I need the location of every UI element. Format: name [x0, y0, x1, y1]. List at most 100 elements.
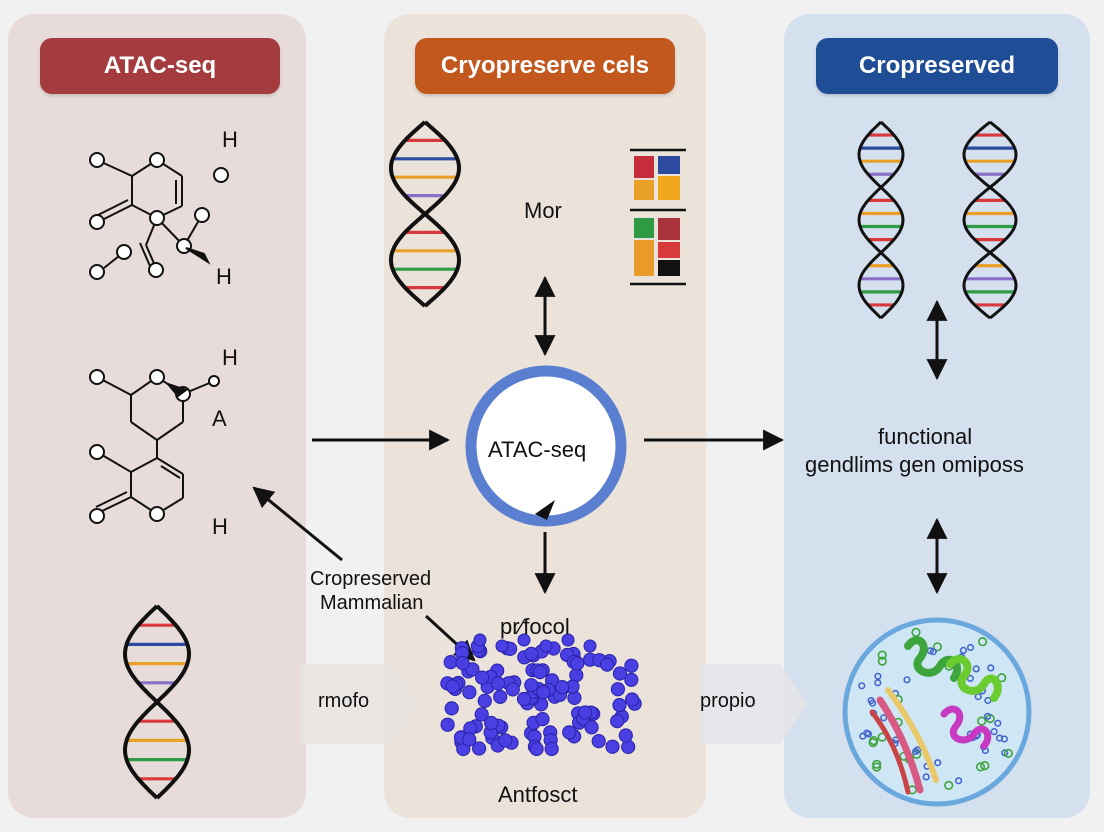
- bead: [484, 715, 499, 731]
- vesicle: [877, 656, 887, 666]
- bead: [445, 679, 460, 694]
- vesicle: [911, 747, 920, 756]
- chevron-arrow-right: [700, 664, 808, 744]
- bead: [505, 682, 520, 697]
- vesicle: [966, 674, 974, 683]
- vesicle: [975, 762, 986, 772]
- vesicle: [872, 762, 882, 772]
- vesicle: [864, 730, 873, 738]
- vesicle: [868, 699, 877, 707]
- vesicle: [984, 696, 992, 705]
- dna-helix-right-1: [857, 120, 905, 320]
- bead: [570, 656, 585, 671]
- vesicle: [987, 664, 995, 672]
- cell-fiber-red: [869, 709, 911, 795]
- chevron-label-right: propio: [700, 690, 756, 712]
- bead: [440, 717, 455, 732]
- atac-seq-ring: [465, 365, 627, 527]
- vesicle: [912, 749, 922, 760]
- dna-helix-left: [122, 604, 192, 800]
- colored-blocks-icon: [630, 148, 686, 286]
- vesicle: [966, 643, 975, 652]
- bead: [536, 685, 551, 700]
- bead: [612, 698, 627, 713]
- cell-fiber-pink: [876, 696, 924, 794]
- bead: [591, 734, 606, 749]
- bead: [490, 676, 506, 691]
- vesicle: [868, 737, 878, 748]
- vesicle: [977, 716, 987, 726]
- vesicle: [954, 777, 963, 785]
- molecule-structure-bottom: [89, 369, 220, 524]
- bead: [472, 741, 487, 756]
- cell-helix-magenta: [940, 705, 992, 750]
- vesicle: [858, 682, 866, 690]
- functional-label-line-2: gendlims gen omiposs: [805, 452, 1024, 477]
- vesicle: [977, 637, 988, 647]
- header-cryopreserve-cells: Cryopreserve cels: [415, 38, 675, 94]
- cell-fiber-yellow: [885, 687, 939, 783]
- ring-label: ATAC-seq: [488, 437, 587, 462]
- vesicle: [994, 719, 1002, 727]
- vesicle: [944, 780, 954, 791]
- bead: [584, 720, 599, 735]
- molecule-label-h-lower: H: [222, 345, 238, 370]
- bead: [517, 633, 531, 647]
- bead: [516, 691, 532, 707]
- vesicle: [983, 712, 992, 720]
- bead: [578, 705, 593, 720]
- vesicle: [903, 676, 911, 684]
- header-atac-seq: ATAC-seq: [40, 38, 280, 94]
- vesicle: [872, 759, 882, 769]
- bead: [562, 725, 577, 740]
- bead: [493, 689, 508, 704]
- bead: [477, 693, 492, 709]
- cell-illustration: [842, 617, 1032, 807]
- bead: [443, 655, 458, 670]
- vesicle: [972, 665, 980, 673]
- bead: [462, 685, 477, 700]
- molecule-structure-top: [89, 152, 229, 280]
- vesicle: [1003, 748, 1014, 759]
- bead: [475, 670, 490, 685]
- vesicle: [874, 679, 882, 687]
- bead: [462, 732, 477, 747]
- vesicle: [880, 714, 888, 722]
- annotation-line-1: Cropreserved: [310, 568, 432, 590]
- vesicle: [874, 672, 882, 680]
- cell-helix-green-2: [946, 655, 1002, 702]
- bead: [625, 692, 640, 707]
- molecule-label-h-mid: H: [216, 264, 232, 289]
- bead: [561, 633, 575, 647]
- vesicle: [922, 773, 930, 781]
- molecule-label-a: A: [212, 406, 227, 431]
- bead: [624, 658, 639, 673]
- bead: [474, 707, 489, 722]
- bead: [610, 682, 626, 697]
- vesicle: [959, 646, 968, 655]
- molecule-label-h-top: H: [222, 127, 238, 152]
- ring-inner-arrow: [535, 500, 555, 520]
- vesicle: [980, 760, 990, 771]
- dna-helix-middle: [388, 120, 462, 308]
- vesicle: [929, 648, 937, 656]
- bead: [555, 680, 570, 695]
- header-cropreserved: Cropreserved: [816, 38, 1058, 94]
- bead: [465, 662, 480, 677]
- bead: [612, 666, 628, 681]
- bead: [618, 728, 633, 743]
- bead-cluster: [440, 633, 642, 757]
- annotation-line-2: Mammalian: [320, 592, 424, 614]
- bead: [583, 639, 597, 653]
- vesicle: [877, 650, 887, 660]
- bead: [529, 741, 544, 757]
- arrow-to-molecule: [252, 486, 343, 562]
- bead: [605, 739, 620, 754]
- bead: [444, 701, 459, 716]
- vesicle: [932, 642, 943, 652]
- vesicle: [990, 727, 998, 736]
- bead: [610, 714, 625, 729]
- bead: [455, 655, 470, 671]
- cell-vesicles: [858, 627, 1014, 795]
